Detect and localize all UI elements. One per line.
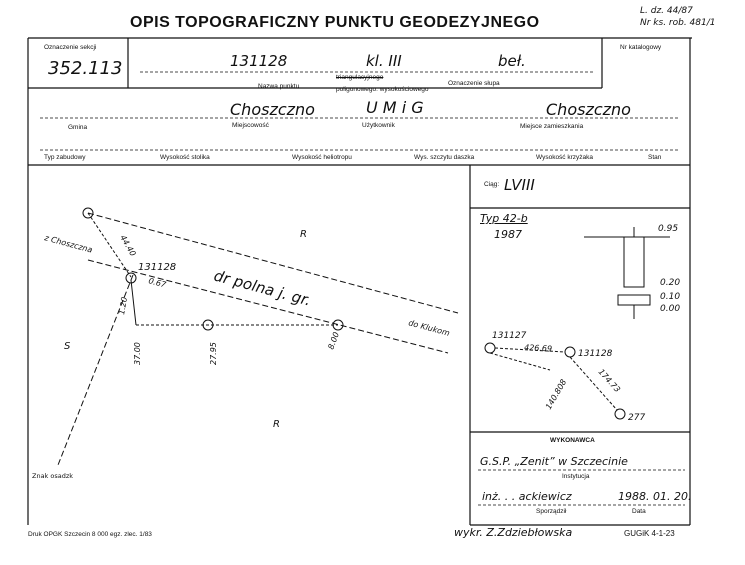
cross-height-label: Wysokość krzyżaka xyxy=(536,154,594,161)
dist-a: 44.40 xyxy=(118,234,137,258)
work-book-number: Nr ks. rob. 481/1 xyxy=(640,18,716,28)
section-value: 352.113 xyxy=(48,58,123,79)
residence-label: Miejsce zamieszkania xyxy=(520,123,584,130)
sketch-point-label: 131128 xyxy=(138,262,176,273)
monument-type: Typ 42-b xyxy=(480,212,528,225)
road-edge-upper xyxy=(87,212,459,314)
heliotrope-height-label: Wysokość heliotropu xyxy=(292,154,352,161)
marker-label: Znak osadzk xyxy=(32,472,73,480)
marker-mid xyxy=(202,319,214,331)
road-edge-lower xyxy=(87,259,449,354)
building-type-label: Typ zabudowy xyxy=(44,154,86,161)
dist-c: 1.20 xyxy=(117,296,129,315)
state-label: Stan xyxy=(648,154,662,161)
monument-year: 1987 xyxy=(494,228,522,241)
road-from-label: z Choszczna xyxy=(43,233,94,255)
reference-number: L. dz. 44/87 xyxy=(640,6,693,16)
date-value: 1988. 01. 20. xyxy=(618,490,692,503)
marker-left xyxy=(82,207,94,219)
class-value: kl. III xyxy=(366,52,402,70)
page-title: OPIS TOPOGRAFICZNY PUNKTU GEODEZYJNEGO xyxy=(130,14,540,31)
dist-e: 27.95 xyxy=(209,342,218,365)
marker-right xyxy=(332,319,344,331)
table-height-label: Wysokość stolika xyxy=(160,154,210,161)
catalog-label: Nr katalogowy xyxy=(620,44,662,51)
institution-label: Instytucja xyxy=(562,473,590,480)
distance-2: 140.808 xyxy=(544,378,568,411)
ciag-value: LVIII xyxy=(504,176,535,194)
height-010: 0.10 xyxy=(660,292,680,302)
form-code: GUGiK 4-1-23 xyxy=(624,529,675,538)
gmina-label: Gmina xyxy=(68,124,88,131)
road-name: dr polna j. gr. xyxy=(212,266,313,309)
ciag-label: Ciąg: xyxy=(484,181,500,188)
point-131127: 131127 xyxy=(492,331,527,341)
drawn-by: wykr. Z.Zdziebłowska xyxy=(454,526,573,539)
post-label: Oznaczenie słupa xyxy=(448,80,500,87)
post-value: beł. xyxy=(498,52,526,70)
point-277: 277 xyxy=(628,413,645,423)
depth-value: 0.95 xyxy=(658,224,678,234)
distance-1: 426.69 xyxy=(524,343,552,353)
date-label: Data xyxy=(632,508,646,515)
locality-label: Miejscowość xyxy=(232,122,269,129)
user-value: U M i G xyxy=(366,98,424,117)
point-number: 131128 xyxy=(230,52,288,70)
point-131128: 131128 xyxy=(578,349,613,359)
height-000: 0.00 xyxy=(660,304,680,314)
dist-f: 8.00 xyxy=(326,331,341,351)
area-r-bottom: R xyxy=(273,419,280,430)
roof-height-label: Wys. szczytu daszka xyxy=(414,154,475,161)
section-label: Oznaczenie sekcji xyxy=(44,44,97,51)
author-value: inż. . . ackiewicz xyxy=(482,490,572,503)
residence-value: Choszczno xyxy=(546,100,631,119)
measure-line-c xyxy=(130,279,137,326)
area-s: S xyxy=(64,341,71,352)
executor-header: WYKONAWCA xyxy=(550,437,595,444)
survey-point xyxy=(125,272,137,284)
institution-value: G.S.P. „Zenit” w Szczecinie xyxy=(480,455,628,468)
area-r-top: R xyxy=(300,229,307,240)
printer-note: Druk OPGK Szczecin 8 000 egz. zlec. 1/83 xyxy=(28,531,152,538)
type-polygon: poligonowego: wysokościowego xyxy=(336,86,429,93)
boundary-line xyxy=(57,274,134,466)
road-to-label: do Klukom xyxy=(407,318,450,338)
height-020: 0.20 xyxy=(660,278,680,288)
name-label: Nazwa punktu xyxy=(258,83,300,90)
dist-d: 37.00 xyxy=(133,342,142,365)
dist-b: 0.67 xyxy=(147,276,167,290)
distance-3: 174.73 xyxy=(597,367,622,394)
network-diagram: 131127 131128 277 426.69 140.808 174.73 xyxy=(484,331,645,423)
type-triangulation: triangulacyjnego xyxy=(336,74,384,81)
measure-line-a xyxy=(87,212,132,278)
locality-value: Choszczno xyxy=(230,100,315,119)
monument-diagram: 0.95 0.20 0.10 0.00 xyxy=(584,224,680,319)
user-label: Użytkownik xyxy=(362,122,395,129)
location-sketch: z Choszczna do Klukom dr polna j. gr. 13… xyxy=(32,207,459,480)
author-label: Sporządził xyxy=(536,508,567,515)
